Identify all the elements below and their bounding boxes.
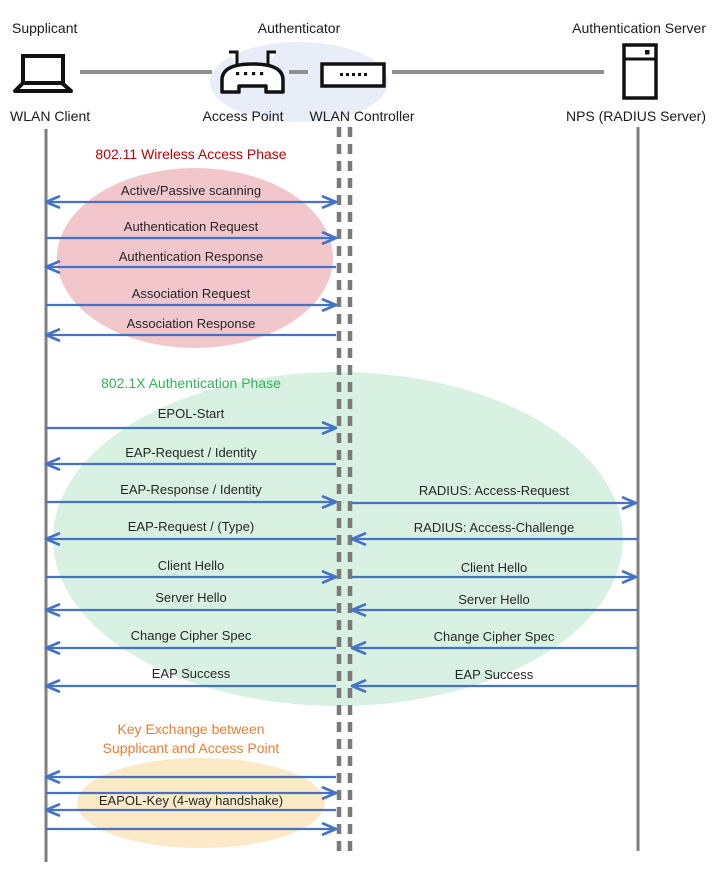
arrow-eapol-key-1 (44, 770, 336, 784)
msg-epol-start: EPOL-Start (157, 406, 225, 421)
phase3-ellipse (77, 758, 325, 848)
msg-eap-response-identity: EAP-Response / Identity (120, 482, 262, 497)
arrow-eapol-key-4 (46, 822, 338, 836)
phase3-title: Key Exchange between Supplicant and Acce… (51, 720, 331, 758)
wlan-controller-icon (320, 62, 386, 88)
msg-eap-success-right: EAP Success (454, 667, 534, 682)
msg-association-request: Association Request (131, 286, 251, 301)
authenticator-group-ellipse (210, 42, 388, 122)
arrow-eapol-key-2 (46, 786, 338, 800)
msg-server-hello-left: Server Hello (155, 590, 227, 605)
laptop-icon (13, 54, 73, 93)
msg-client-hello-right: Client Hello (460, 560, 528, 575)
msg-eap-request-identity: EAP-Request / Identity (125, 445, 257, 460)
msg-radius-access-request: RADIUS: Access-Request (418, 483, 570, 498)
arrow-client-hello-right (352, 570, 638, 584)
arrow-eap-request-identity (44, 457, 336, 471)
arrow-active-passive-scanning (44, 195, 338, 209)
device-label-nps-radius-server: NPS (RADIUS Server) (565, 108, 706, 124)
arrow-authentication-request (46, 231, 338, 245)
role-label-authenticator: Authenticator (257, 20, 341, 36)
msg-radius-access-challenge: RADIUS: Access-Challenge (413, 520, 575, 535)
arrow-association-response (44, 328, 336, 342)
arrow-eapol-key-3 (44, 803, 336, 817)
arrow-eap-response-identity (46, 495, 338, 509)
arrow-epol-start (46, 421, 338, 435)
arrow-authentication-response (44, 260, 336, 274)
arrow-association-request (46, 298, 338, 312)
arrow-change-cipher-spec-right (350, 641, 638, 655)
server-icon (622, 43, 658, 100)
msg-eap-success-left: EAP Success (151, 666, 231, 681)
msg-active-passive-scanning: Active/Passive scanning (120, 183, 262, 198)
arrow-eap-success-left (44, 679, 336, 693)
msg-client-hello-left: Client Hello (157, 558, 225, 573)
msg-eapol-key-handshake: EAPOL-Key (4-way handshake) (98, 793, 284, 808)
phase1-ellipse (57, 168, 333, 348)
arrow-server-hello-left (44, 603, 336, 617)
role-label-supplicant: Supplicant (12, 20, 78, 36)
msg-eap-request-type: EAP-Request / (Type) (127, 519, 255, 534)
role-label-authentication-server: Authentication Server (572, 20, 706, 36)
msg-change-cipher-spec-left: Change Cipher Spec (130, 628, 252, 643)
arrow-eap-success-right (350, 679, 638, 693)
device-label-wlan-controller: WLAN Controller (309, 108, 415, 124)
msg-association-response: Association Response (126, 316, 256, 331)
arrow-radius-access-challenge (350, 532, 638, 546)
msg-authentication-response: Authentication Response (118, 249, 264, 264)
arrow-change-cipher-spec-left (44, 641, 336, 655)
arrow-radius-access-request (352, 496, 638, 510)
device-label-wlan-client: WLAN Client (10, 108, 91, 124)
msg-server-hello-right: Server Hello (458, 592, 530, 607)
arrow-server-hello-right (350, 603, 638, 617)
phase3-title-line2: Supplicant and Access Point (102, 740, 280, 756)
phase1-title: 802.11 Wireless Access Phase (95, 146, 287, 162)
access-point-icon (220, 50, 285, 94)
phase2-title: 802.1X Authentication Phase (101, 375, 281, 391)
arrow-eap-request-type (44, 532, 336, 546)
arrow-client-hello-left (46, 570, 338, 584)
device-label-access-point: Access Point (202, 108, 284, 124)
msg-authentication-request: Authentication Request (123, 219, 259, 234)
msg-change-cipher-spec-right: Change Cipher Spec (433, 629, 555, 644)
phase3-title-line1: Key Exchange between (117, 721, 265, 737)
